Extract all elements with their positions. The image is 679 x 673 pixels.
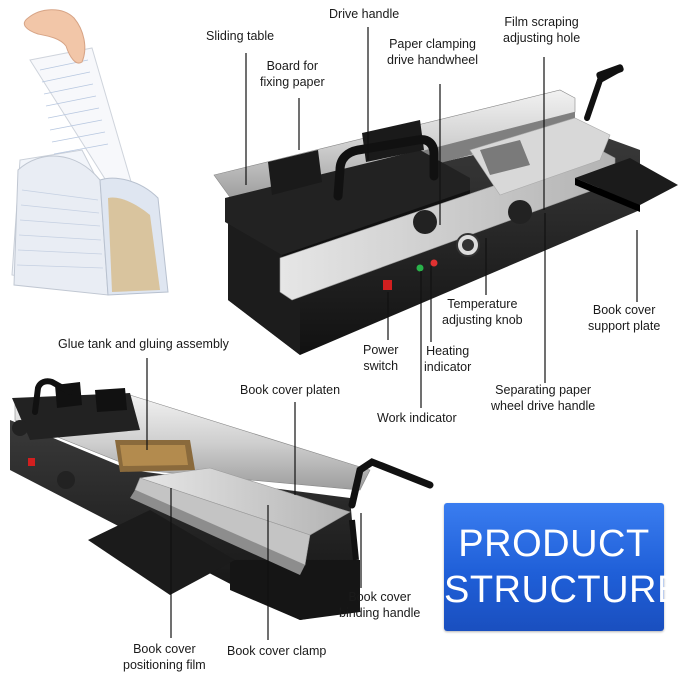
label-film-scraping-adjusting-hole: Film scraping adjusting hole bbox=[503, 15, 581, 45]
label-sliding-table: Sliding table bbox=[206, 29, 275, 43]
label-board-fixing-paper: Board for fixing paper bbox=[260, 59, 325, 89]
label-book-cover-binding-handle: Book cover binding handle bbox=[339, 590, 421, 620]
label-drive-handle: Drive handle bbox=[329, 7, 400, 21]
leader-lines bbox=[146, 27, 638, 640]
paper-book-image bbox=[11, 9, 169, 296]
label-heating-indicator: Heating indicator bbox=[424, 344, 472, 374]
label-work-indicator: Work indicator bbox=[377, 411, 457, 425]
label-book-cover-positioning-film: Book cover positioning film bbox=[123, 642, 206, 672]
label-power-switch: Power switch bbox=[363, 343, 399, 373]
label-temperature-knob: Temperature adjusting knob bbox=[442, 297, 523, 327]
machine-bottom-view bbox=[10, 378, 434, 620]
product-structure-badge: PRODUCT STRUCTURE bbox=[444, 503, 679, 631]
badge-line-1: PRODUCT bbox=[458, 523, 650, 565]
label-book-cover-platen: Book cover platen bbox=[240, 383, 341, 397]
label-glue-tank: Glue tank and gluing assembly bbox=[58, 337, 229, 351]
label-separating-wheel-handle: Separating paper wheel drive handle bbox=[491, 383, 596, 413]
badge-line-2: STRUCTURE bbox=[444, 569, 679, 611]
label-book-cover-clamp: Book cover clamp bbox=[227, 644, 327, 658]
label-book-cover-support-plate: Book cover support plate bbox=[588, 303, 661, 333]
machine-top-view bbox=[213, 64, 678, 355]
label-paper-clamping-handwheel: Paper clamping drive handwheel bbox=[387, 37, 479, 67]
